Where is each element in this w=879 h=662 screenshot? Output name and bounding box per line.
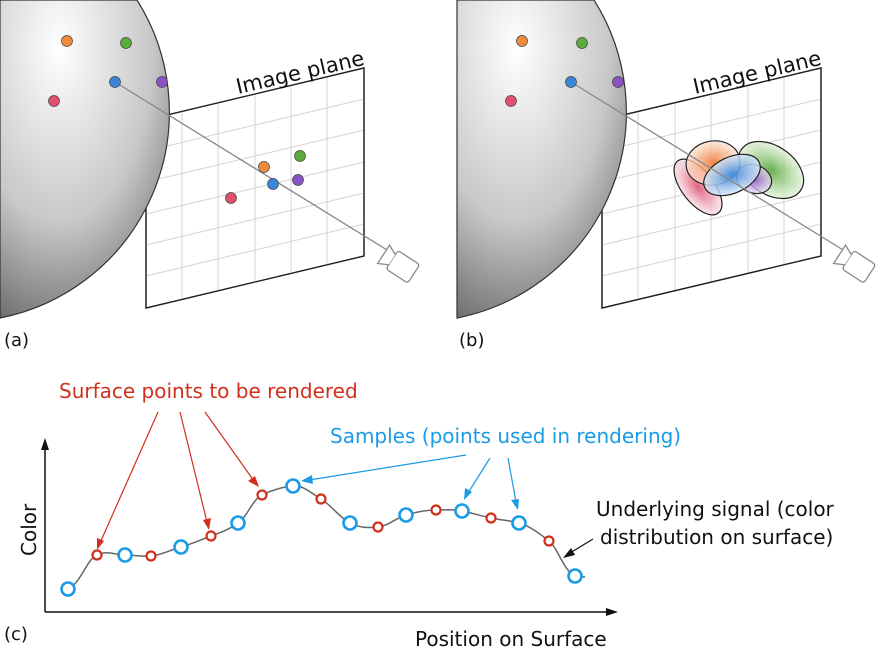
sample-point xyxy=(285,478,301,494)
point-green-3d xyxy=(576,37,588,49)
point-blue-3d xyxy=(109,76,121,88)
sample-point xyxy=(173,539,189,555)
point-green-proj xyxy=(294,150,306,162)
point-orange-3d xyxy=(516,35,528,47)
point-purple-3d xyxy=(612,76,624,88)
point-green-3d xyxy=(120,37,132,49)
panel-label-b: (b) xyxy=(459,330,484,351)
panel-label-a: (a) xyxy=(4,330,29,351)
sample-point xyxy=(398,507,414,523)
surface-point xyxy=(430,504,442,516)
panel-c: Color Position on Surface (c) xyxy=(4,379,835,651)
surface-point xyxy=(145,550,157,562)
point-red-3d xyxy=(505,95,517,107)
panel-label-c: (c) xyxy=(4,624,28,645)
underlying-signal-curve xyxy=(67,485,586,590)
point-blue-proj xyxy=(267,178,279,190)
projection-ray-b xyxy=(570,81,849,254)
annotation-surface-points: Surface points to be rendered xyxy=(59,379,358,403)
surface-point xyxy=(485,512,497,524)
samples xyxy=(60,478,583,597)
surface-point xyxy=(205,530,217,542)
point-purple-3d xyxy=(156,76,168,88)
panel-b: Image plane (b) xyxy=(456,0,876,351)
sphere-b xyxy=(456,0,627,319)
annotation-samples: Samples (points used in rendering) xyxy=(330,424,681,448)
surface-point xyxy=(372,521,384,533)
annotation-signal-line1: Underlying signal (color xyxy=(596,497,835,521)
sample-point xyxy=(117,547,133,563)
camera-icon xyxy=(376,243,420,283)
surface-point xyxy=(543,535,555,547)
point-orange-3d xyxy=(61,35,73,47)
panel-a: Image plane (a) xyxy=(0,0,420,351)
sample-point xyxy=(60,581,76,597)
arrows-blue xyxy=(301,454,519,510)
axes xyxy=(41,438,618,616)
image-plane-a xyxy=(145,67,365,309)
surface-point xyxy=(256,489,268,501)
splat-blue xyxy=(703,153,761,197)
y-axis-label: Color xyxy=(17,503,41,556)
surface-points xyxy=(91,489,555,562)
point-purple-proj xyxy=(292,174,304,186)
projection-ray-a xyxy=(114,81,393,254)
sample-point xyxy=(454,503,470,519)
point-orange-proj xyxy=(258,161,270,173)
x-axis-label: Position on Surface xyxy=(415,627,607,651)
arrow-signal xyxy=(563,538,594,558)
sphere-a xyxy=(0,0,170,319)
point-blue-3d xyxy=(565,76,577,88)
annotation-signal-line2: distribution on surface) xyxy=(600,525,833,549)
arrows-red xyxy=(97,411,259,550)
sample-point xyxy=(342,515,358,531)
surface-point xyxy=(315,493,327,505)
sample-point xyxy=(230,515,246,531)
camera-icon xyxy=(832,243,876,283)
sample-point xyxy=(511,515,527,531)
sample-point xyxy=(567,568,583,584)
point-red-3d xyxy=(48,95,60,107)
surface-point xyxy=(91,549,103,561)
point-red-proj xyxy=(225,192,237,204)
